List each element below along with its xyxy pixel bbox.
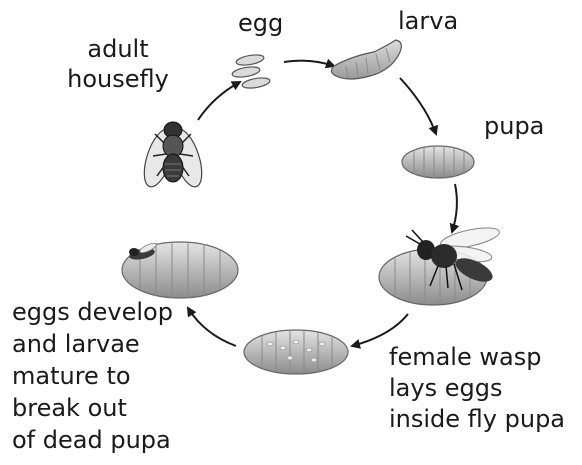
parasitized-pupa-icon (244, 330, 348, 374)
pupa-icon (402, 146, 474, 178)
emerging-larvae-pupa-icon (122, 241, 238, 298)
emerge-note: eggs develop and larvae mature to break … (12, 296, 173, 456)
adult-housefly-label: adult housefly (62, 34, 174, 94)
arrow-parasitized-to-emerging (188, 308, 236, 346)
housefly-icon (138, 122, 207, 190)
arrow-egg-to-larva (284, 61, 334, 66)
arrow-fly-to-egg (198, 82, 240, 120)
arrow-pupa-to-wasp (452, 184, 457, 232)
wasp-note: female wasp lays eggs inside fly pupa (389, 342, 565, 435)
pupa-label: pupa (484, 111, 544, 141)
egg-label: egg (238, 8, 283, 38)
wasp-icon (379, 224, 501, 305)
larva-label: larva (398, 6, 458, 36)
larva-icon (331, 40, 401, 79)
arrow-larva-to-pupa (400, 78, 436, 134)
